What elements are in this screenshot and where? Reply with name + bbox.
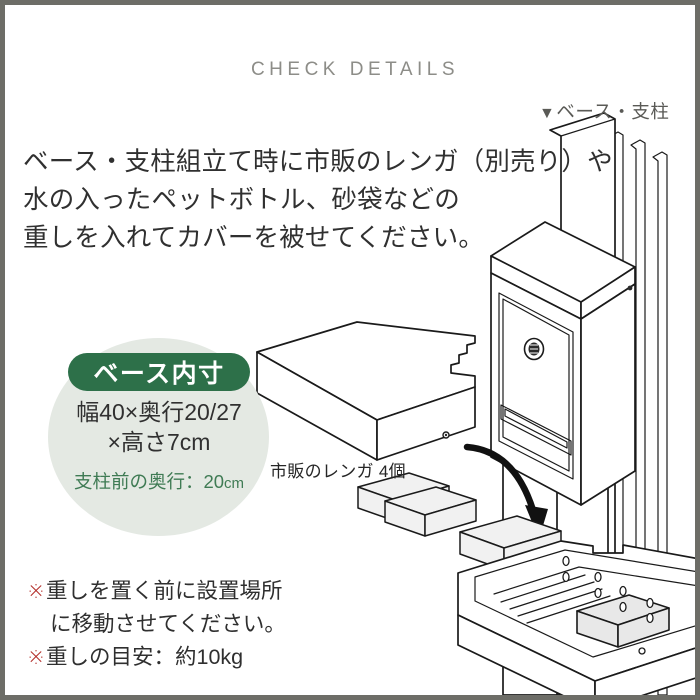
spec-subnote-unit: cm bbox=[224, 475, 245, 492]
spec-dimensions-line-2: ×高さ7cm bbox=[107, 429, 211, 455]
instruction-paragraph: ベース・支柱組立て時に市販のレンガ（別売り）や 水の入ったペットボトル、砂袋など… bbox=[23, 143, 613, 257]
status-badge: ベース内寸 bbox=[68, 353, 250, 391]
post-callout-label: ベース・支柱 bbox=[556, 101, 670, 122]
footnote-2-text: 重しの目安：約10kg bbox=[46, 645, 244, 669]
instruction-line-2: 水の入ったペットボトル、砂袋などの bbox=[23, 186, 460, 214]
footnote-1-line-1: 重しを置く前に設置場所 bbox=[46, 579, 283, 603]
spec-dimensions-line-1: 幅40×奥行20/27 bbox=[76, 399, 242, 425]
lock-dial-icon bbox=[523, 337, 545, 361]
post-column bbox=[502, 255, 609, 695]
instruction-line-3: 重しを入れてカバーを被せてください。 bbox=[23, 224, 485, 252]
brick-pair bbox=[357, 472, 477, 537]
footnote-1: ※ 重しを置く前に設置場所 bbox=[27, 575, 357, 608]
brick-caption: 市販のレンガ 4個 bbox=[270, 462, 406, 481]
footnote-2: ※ 重しの目安：約10kg bbox=[27, 641, 357, 674]
spec-subnote: 支柱前の奥行：20cm bbox=[33, 468, 285, 494]
spec-dimensions: 幅40×奥行20/27 ×高さ7cm bbox=[33, 397, 285, 457]
instruction-line-1: ベース・支柱組立て時に市販のレンガ（別売り）や bbox=[23, 148, 613, 176]
page-title: CHECK DETAILS bbox=[250, 59, 460, 80]
base-tray bbox=[457, 515, 695, 695]
post-callout: ▼ベース・支柱 bbox=[539, 98, 669, 124]
curved-arrow-icon bbox=[463, 443, 548, 539]
asterisk-icon: ※ bbox=[27, 645, 46, 669]
triangle-down-icon: ▼ bbox=[539, 105, 556, 122]
post-rails bbox=[549, 112, 668, 695]
footnote-1-line-2: に移動させてください。 bbox=[50, 612, 286, 636]
mailbox bbox=[490, 221, 636, 506]
spec-subnote-label: 支柱前の奥行：20 bbox=[73, 471, 225, 492]
asterisk-icon: ※ bbox=[27, 579, 46, 603]
base-cover bbox=[256, 321, 476, 461]
footnotes: ※ 重しを置く前に設置場所 に移動させてください。 ※ 重しの目安：約10kg bbox=[27, 575, 357, 674]
